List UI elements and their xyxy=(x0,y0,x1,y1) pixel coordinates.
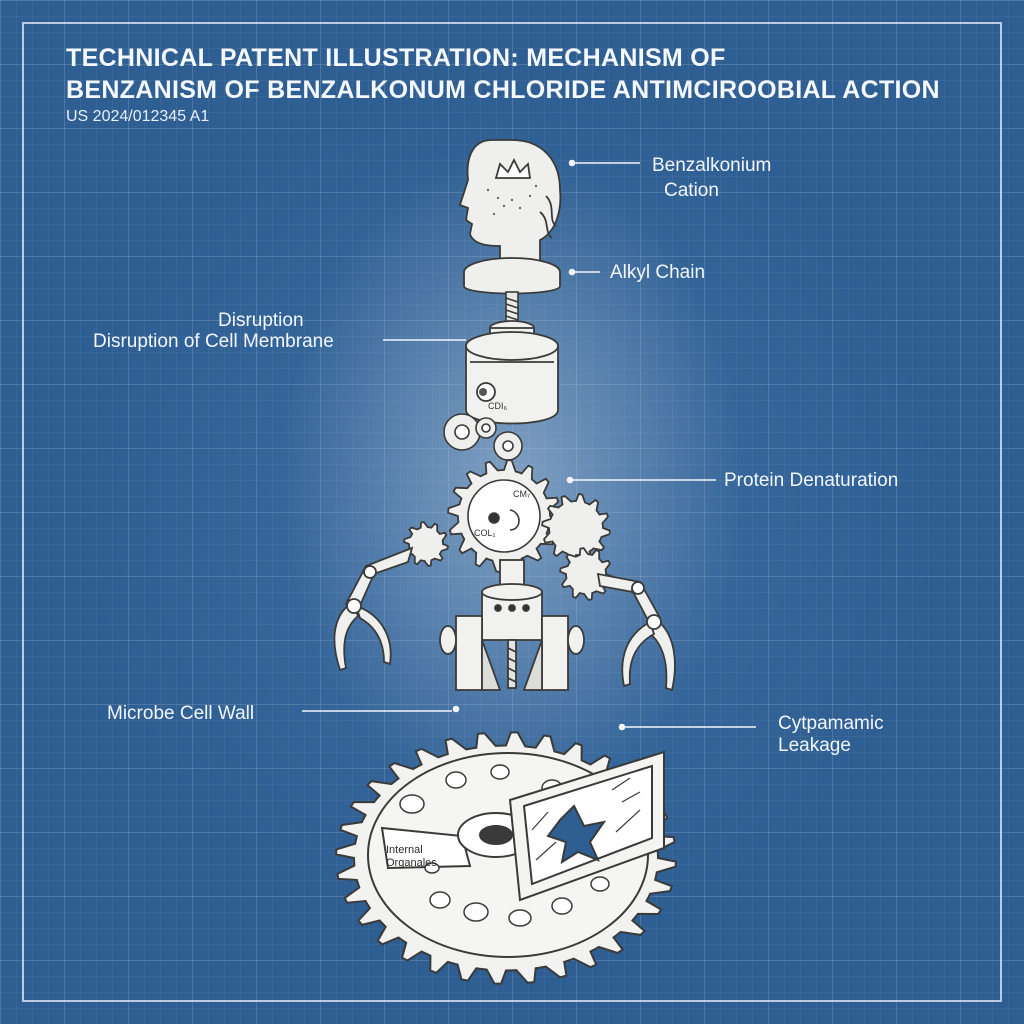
head-disk-side xyxy=(463,272,561,295)
title-line-1: TECHNICAL PATENT ILLUSTRATION: MECHANISM… xyxy=(66,44,726,72)
cation-head xyxy=(458,139,562,295)
press-clamp xyxy=(439,559,585,691)
callout-alkyl: Alkyl Chain xyxy=(610,262,706,283)
leakage-panel xyxy=(508,750,665,902)
alkyl-chain-rod xyxy=(505,291,519,327)
patent-number: US 2024/012345 A1 xyxy=(66,108,210,125)
leader-cation-dot xyxy=(568,159,576,167)
crown-icon xyxy=(494,157,532,179)
callout-protein: Protein Denaturation xyxy=(724,470,899,491)
leader-protein-dot xyxy=(566,476,574,484)
callout-cation-1: Benzalkonium xyxy=(652,155,772,176)
cylinder-part-mark: CDI₆ xyxy=(488,401,507,411)
callout-cell-wall: Microbe Cell Wall xyxy=(107,703,255,724)
callout-disruption-2: Disruption of Cell Membrane xyxy=(93,331,334,352)
right-arm xyxy=(596,572,676,692)
cutaway-wedge xyxy=(380,826,472,870)
break-hole xyxy=(546,804,607,865)
left-arm xyxy=(333,546,414,672)
leader-alkyl-dot xyxy=(568,268,576,276)
right-lower-gear xyxy=(559,547,613,601)
head-profile xyxy=(458,139,562,263)
callout-leakage-1: Cytpamamic xyxy=(778,713,884,734)
callout-cation-2: Cation xyxy=(664,180,719,201)
title-line-2: BENZANISM OF BENZALKONUM CHLORIDE ANTIMC… xyxy=(66,76,940,104)
leader-lines xyxy=(302,159,756,731)
hair-strand xyxy=(545,195,557,227)
leader-cell-wall-dot xyxy=(452,705,460,713)
gear-hub xyxy=(467,479,541,553)
callout-disruption-1: Disruption xyxy=(218,310,304,331)
right-gear xyxy=(541,493,611,563)
callout-leakage-2: Leakage xyxy=(778,735,851,756)
organelles-label-2: Organales xyxy=(386,857,437,869)
border-frame xyxy=(22,22,1002,1002)
small-gear-center xyxy=(475,417,523,461)
small-gear-left xyxy=(443,413,481,451)
gear-part-mark-b: COL₁ xyxy=(474,528,496,538)
left-arm-gear xyxy=(403,521,449,567)
page-title: TECHNICAL PATENT ILLUSTRATION: MECHANISM… xyxy=(66,42,966,106)
membrane-cylinder xyxy=(465,320,559,425)
leader-leakage-dot xyxy=(618,723,626,731)
gear-part-mark-a: CM₇ xyxy=(513,489,530,499)
organelles-label-1: Internal xyxy=(386,844,423,856)
